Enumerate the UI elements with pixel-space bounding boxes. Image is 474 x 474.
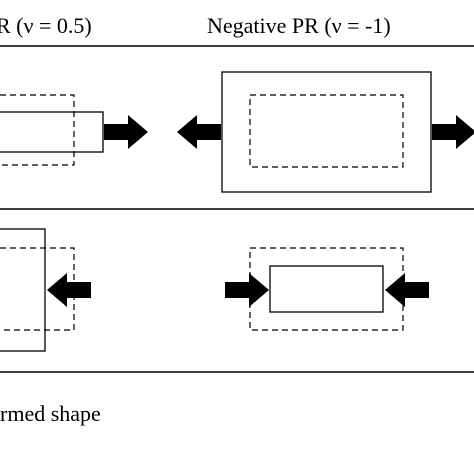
original-shape-outline bbox=[249, 247, 404, 331]
tension-arrow-right-icon bbox=[432, 115, 474, 149]
header-positive-pr: R (ν = 0.5) bbox=[0, 13, 92, 38]
original-shape-outline bbox=[0, 94, 75, 166]
tension-arrow-left-icon bbox=[177, 115, 221, 149]
compression-arrow-right-icon bbox=[385, 273, 429, 307]
compression-arrow-left-icon bbox=[225, 273, 269, 307]
original-shape-outline bbox=[249, 94, 404, 168]
compression-arrow-icon bbox=[47, 273, 91, 307]
tension-arrow-icon bbox=[104, 115, 148, 149]
deformed-shape-outline bbox=[221, 71, 432, 193]
deformed-shape-outline bbox=[0, 111, 104, 153]
deformed-shape-outline bbox=[0, 228, 46, 352]
header-negative-pr: Negative PR (ν = -1) bbox=[207, 13, 391, 38]
legend-caption: rmed shape bbox=[0, 401, 101, 426]
deformed-shape-outline bbox=[269, 265, 384, 313]
